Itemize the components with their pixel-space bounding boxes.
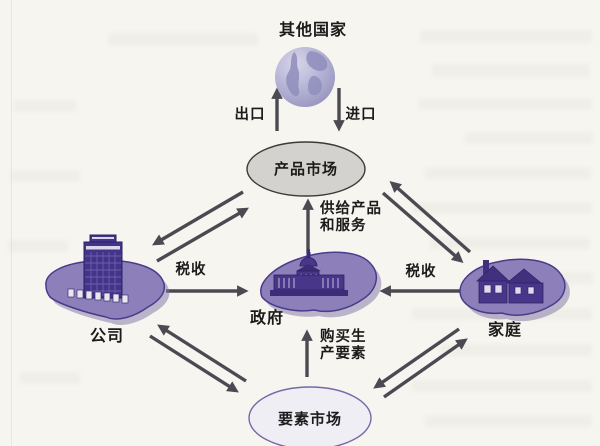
supply-products-label: 供给产品 和服务 <box>320 201 400 236</box>
factor-market-ellipse <box>248 386 372 446</box>
factor-market-to-household-arrow <box>383 338 468 399</box>
globe-icon <box>275 47 335 107</box>
supply-products-line1: 供给产品 <box>320 201 382 217</box>
product-market-ellipse <box>246 141 366 197</box>
buy-factors-line1: 购买生 <box>320 329 367 345</box>
import-label: 进口 <box>345 107 377 123</box>
bleed-through-text <box>8 240 68 252</box>
title-other-countries: 其他国家 <box>278 22 347 39</box>
bleed-through-text <box>440 344 592 356</box>
bleed-through-text <box>425 167 591 179</box>
buy-factors-label: 购买生 产要素 <box>320 329 390 364</box>
household-label: 家庭 <box>487 322 522 339</box>
company-to-product-market-arrow <box>156 207 250 263</box>
bleed-through-text <box>412 202 592 214</box>
bleed-through-text <box>430 237 590 249</box>
bleed-through-text <box>108 33 258 46</box>
company-to-factor-market-arrow <box>149 334 239 393</box>
page-margin-line <box>11 0 12 446</box>
household-to-product-market-arrow <box>389 180 472 254</box>
bleed-through-text <box>10 170 80 182</box>
tax-label-right: 税收 <box>405 264 437 280</box>
product-market-to-company-arrow <box>152 190 244 246</box>
household-to-factor-market-arrow <box>373 327 460 389</box>
buy-factors-line2: 产要素 <box>320 346 367 363</box>
factor-market-to-company-arrow <box>157 324 247 383</box>
bleed-through-text <box>420 30 592 43</box>
product-market-label: 产品市场 <box>273 162 338 178</box>
bleed-through-text <box>412 380 592 392</box>
supply-products-line2: 和服务 <box>320 218 367 235</box>
company-label: 公司 <box>89 328 124 345</box>
bleed-through-text <box>465 132 593 144</box>
factor-market-label: 要素市场 <box>277 412 342 428</box>
house-icon <box>459 258 570 322</box>
bleed-through-text <box>20 372 80 384</box>
bleed-through-text <box>425 415 592 427</box>
office-building-icon <box>45 234 170 325</box>
export-label: 出口 <box>234 107 266 123</box>
bleed-through-text <box>418 98 592 110</box>
product-market-to-household-arrow <box>381 191 464 264</box>
capitol-building-icon <box>260 248 382 318</box>
bleed-through-text <box>14 100 76 112</box>
government-label: 政府 <box>249 310 284 327</box>
tax-label-left: 税收 <box>175 262 207 278</box>
bleed-through-text <box>432 64 590 77</box>
